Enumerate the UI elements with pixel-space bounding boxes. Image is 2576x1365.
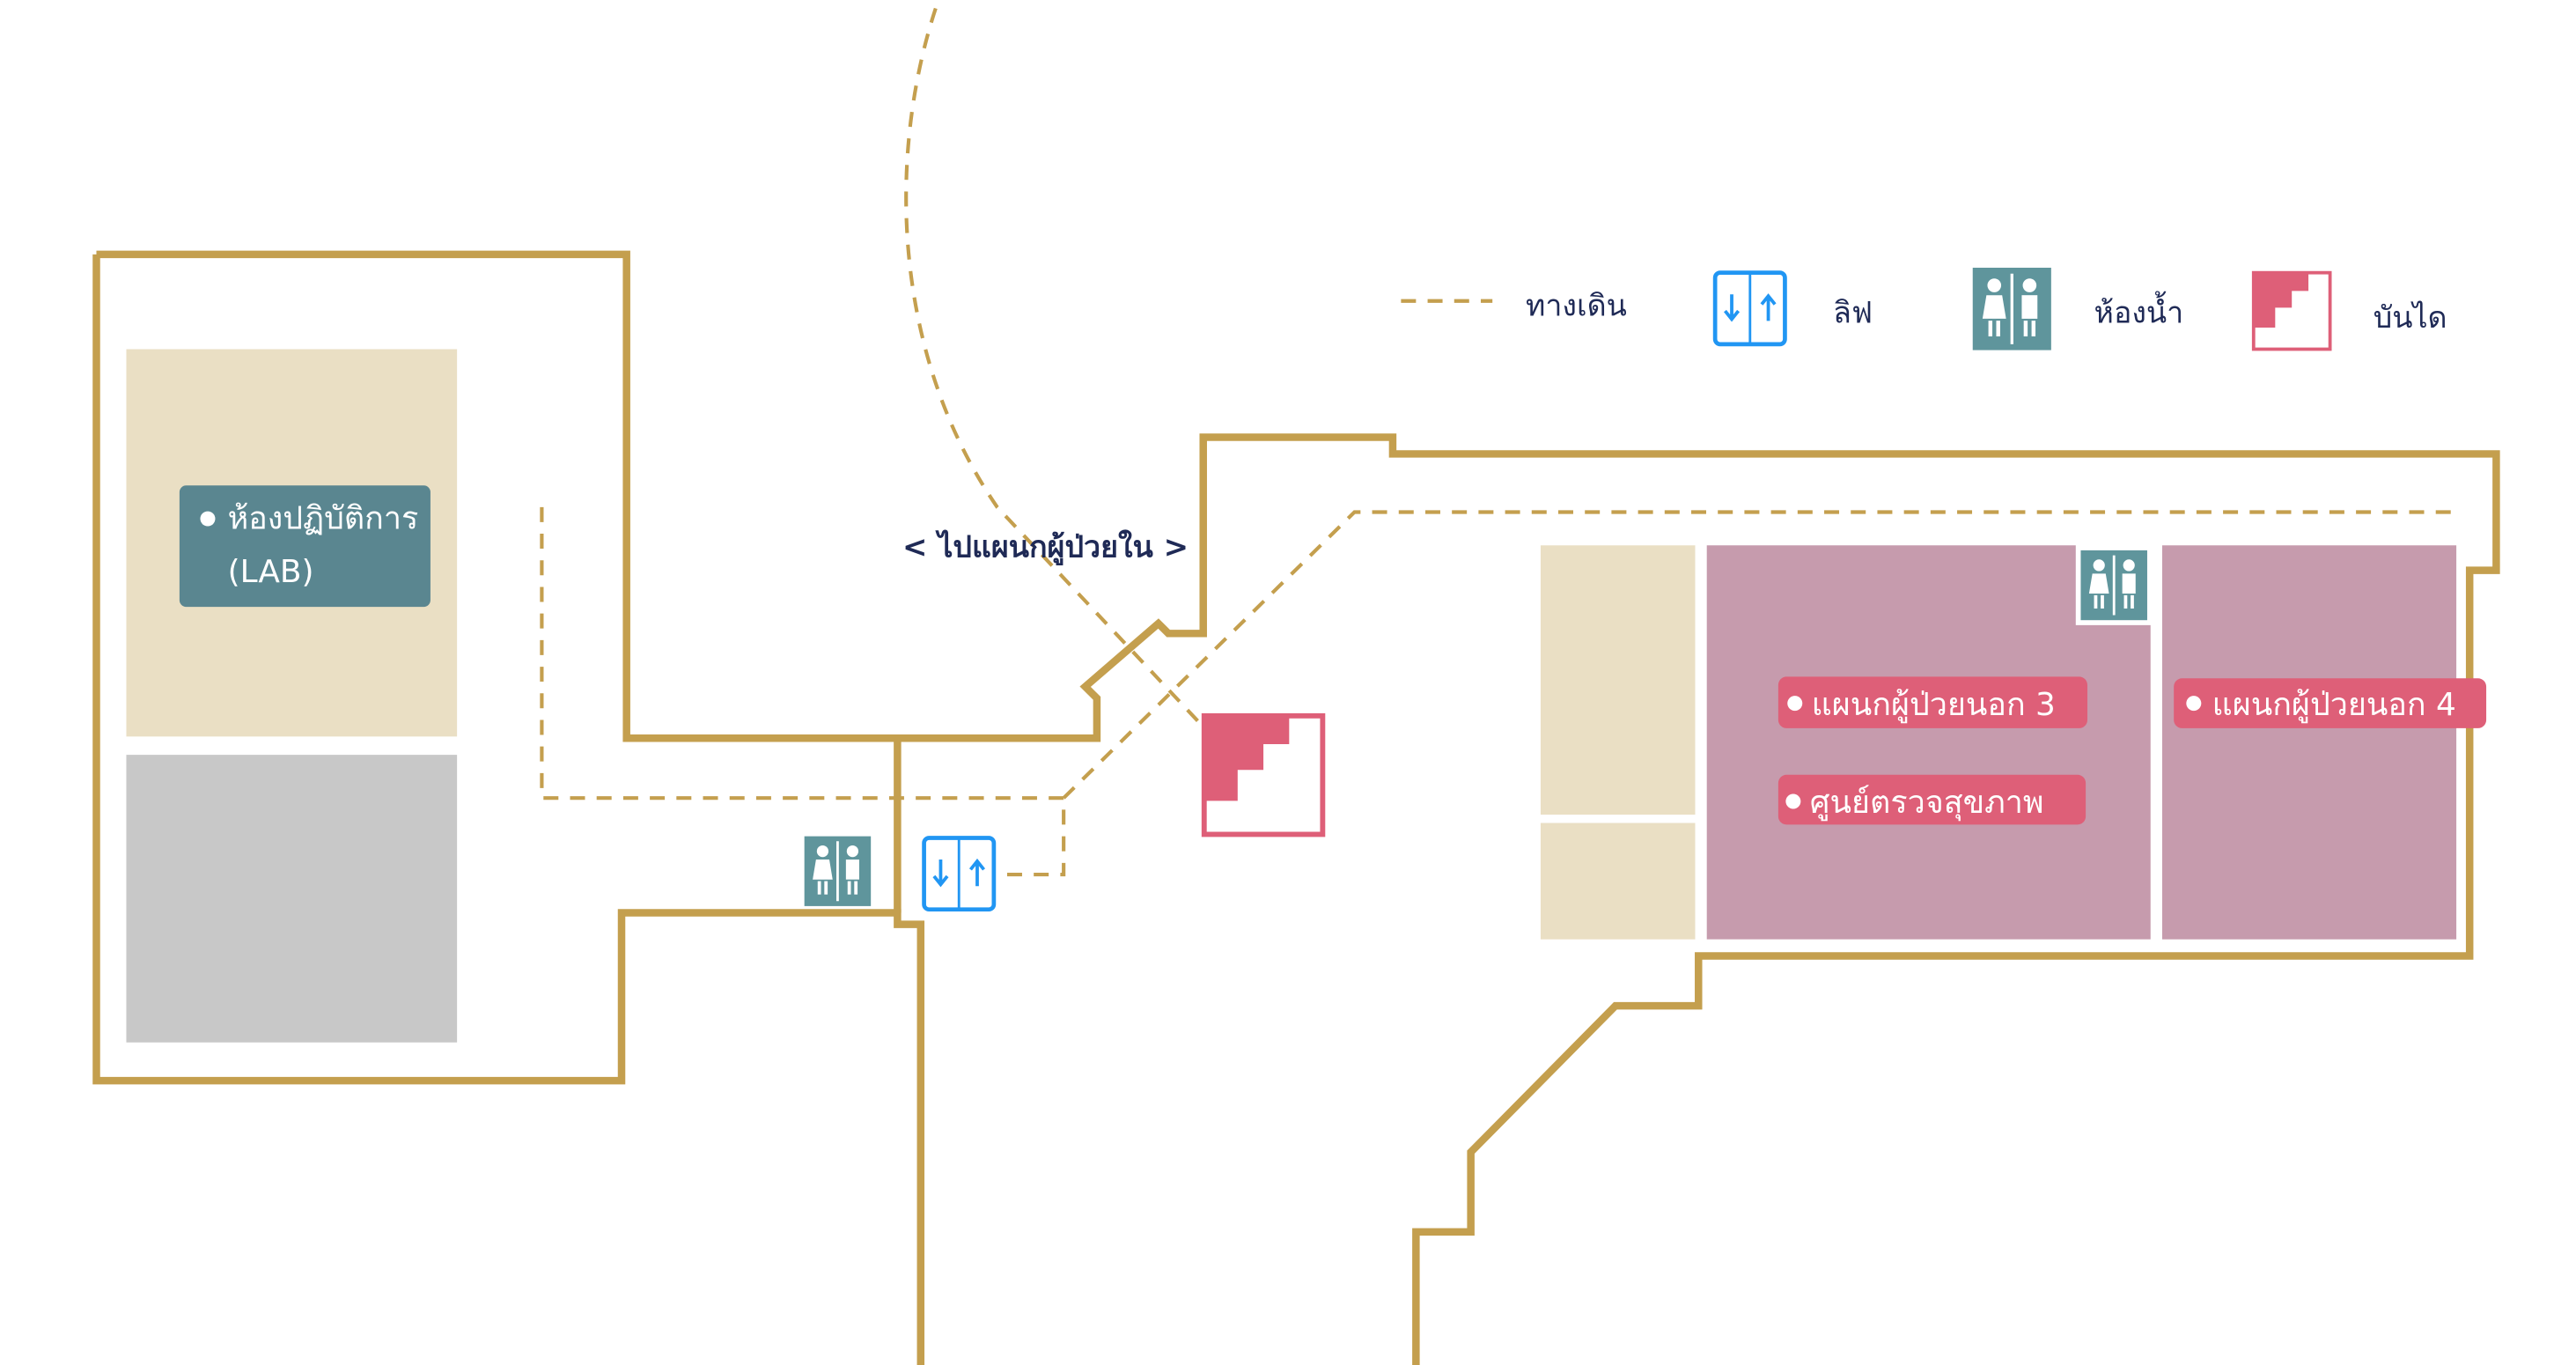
lab-label: ห้องปฏิบัติการ (LAB) [179, 485, 431, 608]
direction-to-ipd: < ไปแผนกผู้ป่วยใน > [902, 528, 1189, 565]
wall [92, 254, 925, 1365]
wall [96, 250, 2500, 1365]
opd4-label-text: แผนกผู้ป่วยนอก 4 [2212, 687, 2456, 723]
beige-room-lower [1540, 823, 1696, 940]
walkway-path [1062, 510, 2457, 800]
legend-restroom-icon [1971, 266, 2053, 352]
gray-room [126, 755, 458, 1043]
stairs-icon [1204, 716, 1323, 835]
lab-label-line2: (LAB) [228, 554, 314, 590]
checkup-label-text: ศูนย์ตรวจสุขภาพ [1810, 785, 2044, 821]
legend-elevator-label: ลิฟ [1833, 295, 1873, 330]
restroom-icon [803, 835, 872, 908]
beige-room-upper [1540, 545, 1696, 815]
legend-walkway-label: ทางเดิน [1526, 289, 1627, 324]
legend-stairs-label: บันได [2374, 300, 2447, 336]
opd3-label-text: แผนกผู้ป่วยนอก 3 [1812, 687, 2056, 723]
opd3-room [1706, 545, 2151, 940]
legend-restroom-label: ห้องน้ำ [2094, 291, 2184, 330]
restroom-icon [2079, 549, 2149, 622]
legend-elevator-icon [1715, 273, 1785, 344]
opd3-label: แผนกผู้ป่วยนอก 3 [1777, 676, 2088, 728]
walkway-path [904, 7, 1202, 725]
checkup-label: ศูนย์ตรวจสุขภาพ [1777, 774, 2087, 825]
legend-stairs-icon [2251, 270, 2332, 351]
opd4-room [2161, 545, 2457, 940]
opd4-label: แผนกผู้ป่วยนอก 4 [2174, 678, 2487, 728]
lab-label-line1: ห้องปฏิบัติการ [228, 500, 419, 536]
elevator-icon [924, 838, 994, 910]
